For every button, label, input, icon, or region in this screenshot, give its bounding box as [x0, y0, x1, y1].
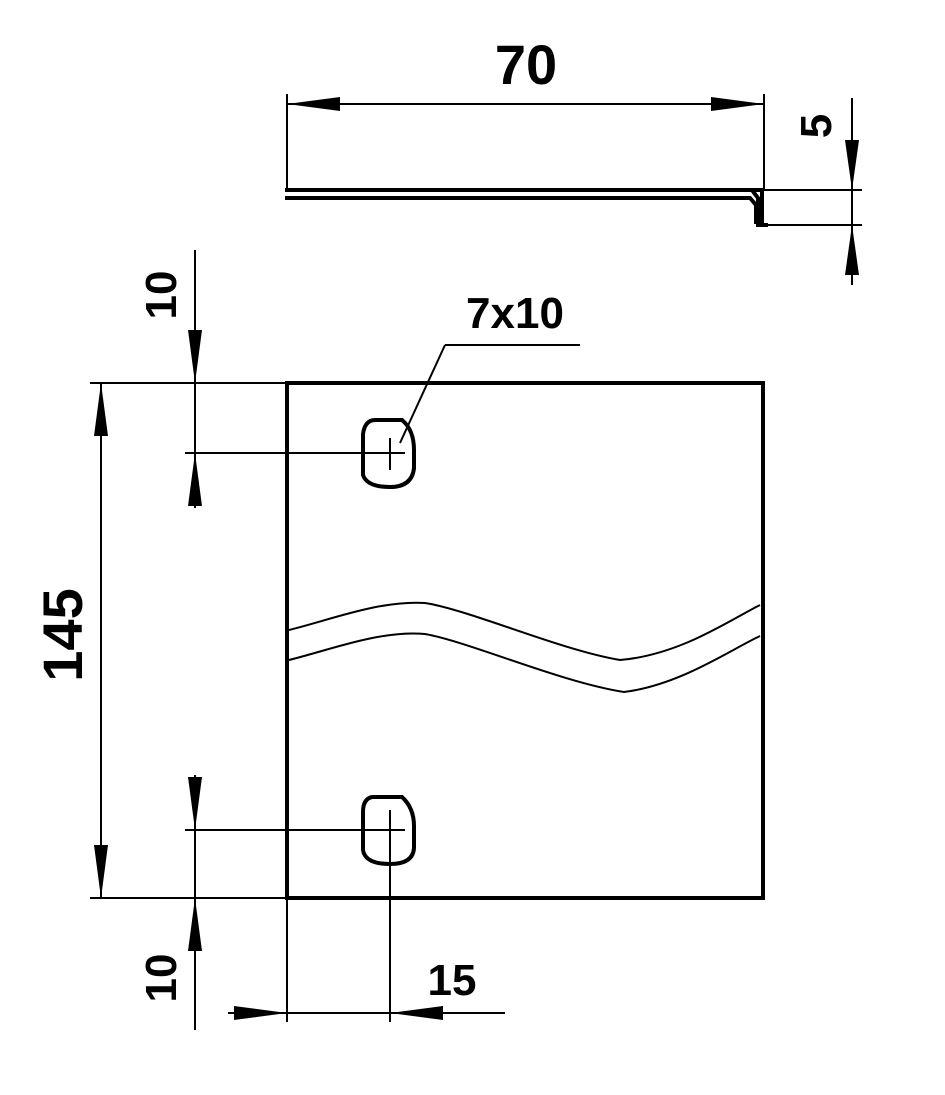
bottom-offset-arrow-lower	[188, 898, 202, 951]
top-offset-arrow-lower	[188, 453, 202, 506]
front-view: 7x10 145 10 10 15	[31, 250, 765, 1030]
side-view: 70 5	[285, 33, 862, 285]
width-arrow-right	[711, 97, 764, 111]
flange-arrow-bottom	[845, 225, 859, 275]
hole-x-offset-label: 15	[428, 956, 477, 1005]
overall-arrow-top	[94, 383, 108, 436]
side-view-flange	[752, 188, 764, 226]
hole-x-arrow-right	[390, 1006, 443, 1020]
break-line-upper	[288, 601, 761, 662]
overall-arrow-bottom	[94, 845, 108, 898]
slot-size-label: 7x10	[466, 289, 564, 338]
side-view-plate	[285, 188, 768, 227]
break-line-lower	[288, 632, 761, 694]
flange-arrow-top	[845, 140, 859, 190]
slot-leader-line	[399, 344, 446, 444]
top-offset-label: 10	[137, 271, 186, 320]
overall-dimension-label: 145	[31, 588, 94, 681]
flange-dimension-label: 5	[792, 114, 841, 138]
width-arrow-left	[287, 97, 340, 111]
bottom-offset-label: 10	[137, 954, 186, 1003]
plate-outline	[285, 381, 765, 900]
top-slot	[361, 418, 416, 490]
width-dimension-label: 70	[495, 33, 557, 96]
top-offset-arrow-upper	[188, 330, 202, 383]
bottom-offset-arrow-upper	[188, 777, 202, 830]
hole-x-arrow-left	[234, 1006, 287, 1020]
